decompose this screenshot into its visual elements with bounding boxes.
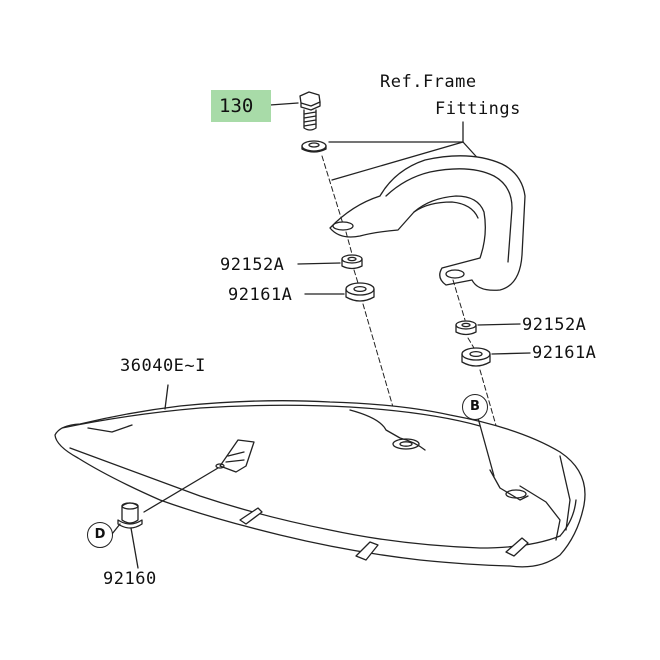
grommet-right (461, 347, 531, 367)
washer (301, 140, 327, 153)
highlight-box (211, 90, 271, 122)
damper-92160 (111, 467, 219, 569)
bolt-130 (269, 91, 321, 131)
callout-d: D (87, 522, 113, 548)
collar-left (297, 254, 363, 270)
frame-fitting (329, 155, 526, 291)
collar-right (455, 320, 521, 336)
ref-fittings-label: Fittings (435, 99, 521, 119)
part-number-130[interactable]: 130 (219, 95, 254, 117)
callout-b: B (462, 394, 488, 420)
part-number-92161a-left[interactable]: 92161A (228, 285, 293, 305)
part-number-92160[interactable]: 92160 (103, 569, 157, 589)
ref-frame-label: Ref.Frame (380, 72, 477, 92)
part-number-92161a-right[interactable]: 92161A (532, 343, 597, 363)
grommet-left (304, 282, 375, 302)
part-number-92152a-right[interactable]: 92152A (522, 315, 587, 335)
part-number-36040e[interactable]: 36040E~I (120, 356, 206, 376)
part-number-92152a-left[interactable]: 92152A (220, 255, 285, 275)
seat-cover (54, 384, 586, 568)
